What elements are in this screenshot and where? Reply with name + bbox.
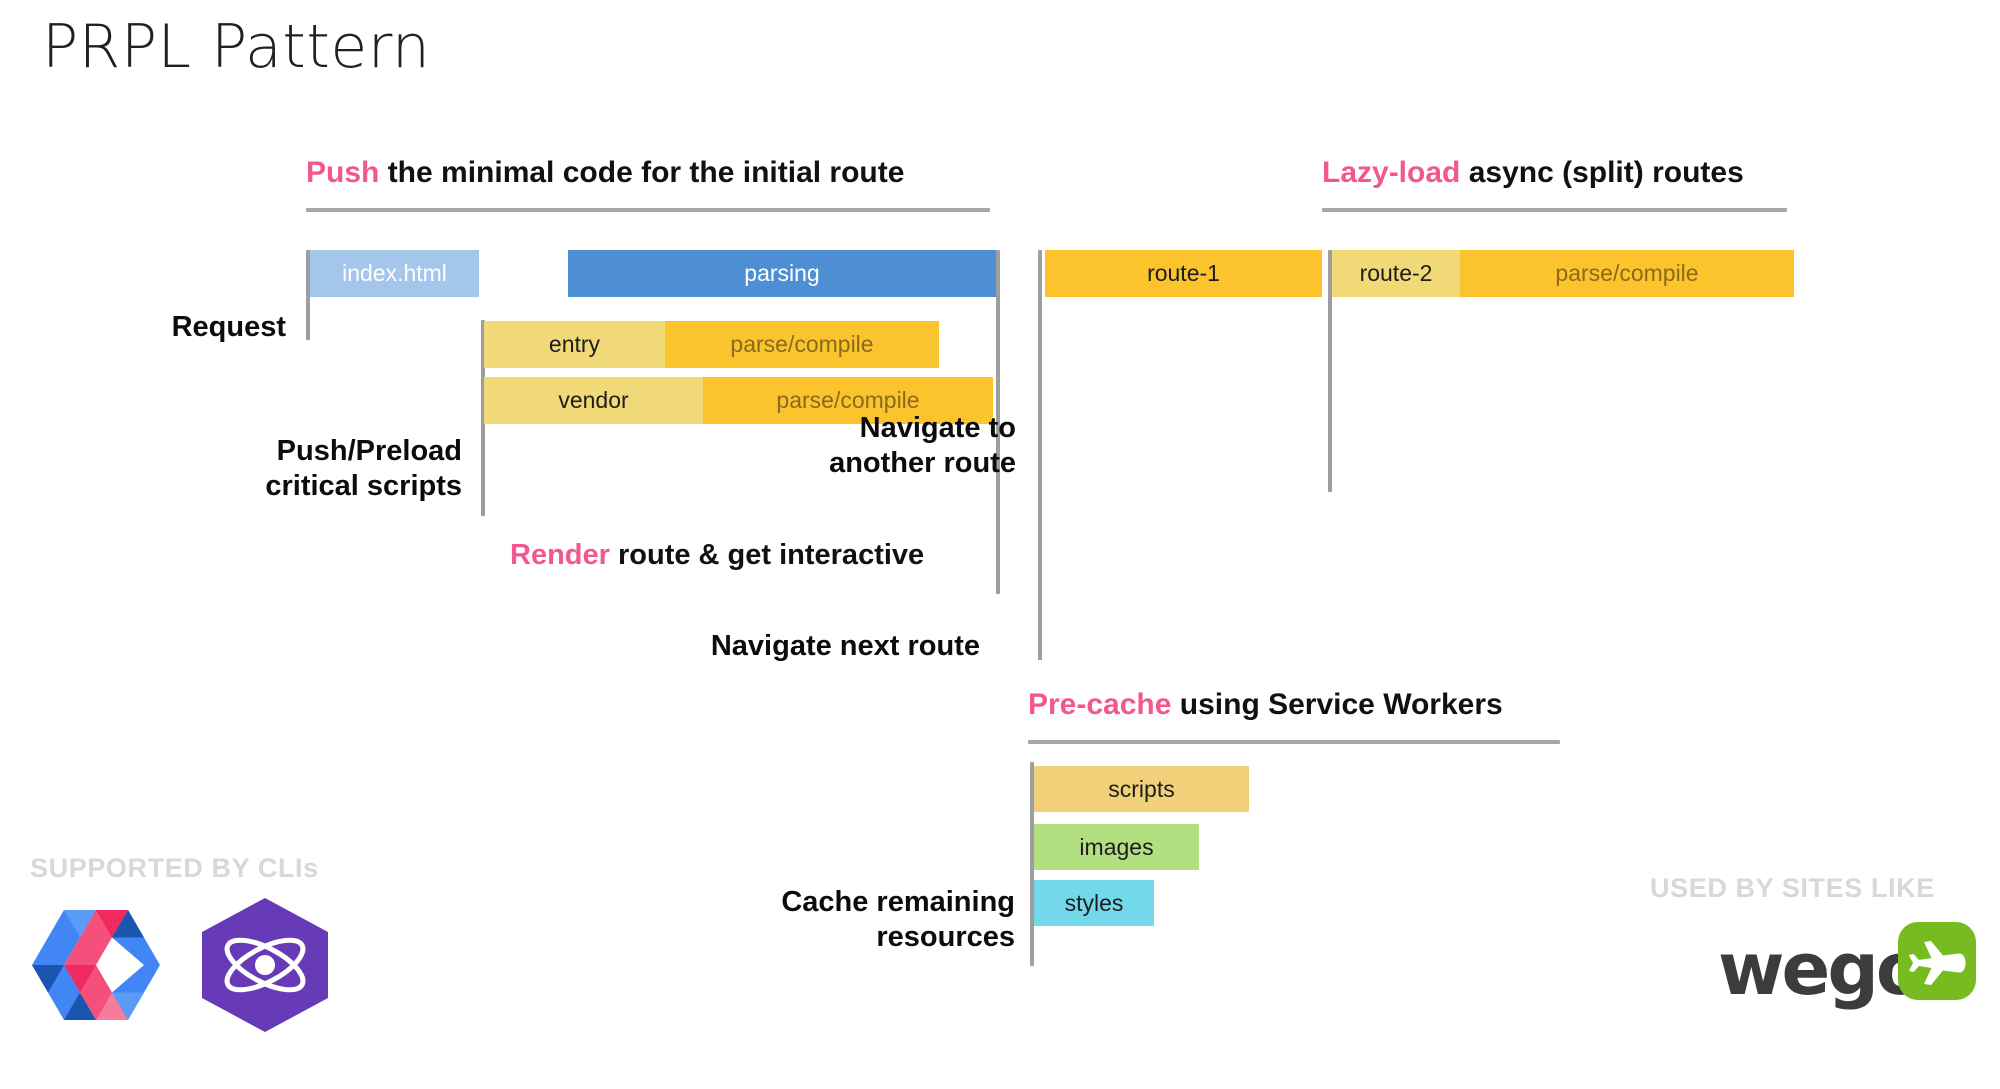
inline-heading-render-accent: Render <box>510 539 610 571</box>
bar-segment-parsing: parsing <box>568 250 996 297</box>
section-heading-push-rest: the minimal code for the initial route <box>379 156 905 189</box>
polymer-logo-icon <box>32 910 160 1025</box>
section-heading-precache: Pre-cache using Service Workers <box>1028 690 1503 720</box>
bar-scripts[interactable]: scripts <box>1034 766 1249 812</box>
bar-segment-route-1: route-1 <box>1045 250 1322 297</box>
caption-request: Request <box>171 311 286 343</box>
caption-navigate-next-route: Navigate next route <box>710 630 980 662</box>
bar-index-html[interactable]: index.html <box>310 250 479 297</box>
bar-styles[interactable]: styles <box>1034 880 1154 926</box>
bar-segment-styles: styles <box>1034 880 1154 926</box>
footer-supported-by-clis: SUPPORTED BY CLIs <box>30 853 319 883</box>
guide-line-push-preload <box>481 320 485 516</box>
guide-line-render <box>996 250 1000 594</box>
section-rule-precache <box>1028 740 1560 744</box>
inline-heading-render-rest: route & get interactive <box>609 539 925 571</box>
bar-segment-index-html: index.html <box>310 250 479 297</box>
bar-segment-vendor-parse-compile: parse/compile <box>703 377 993 424</box>
section-heading-push: Push the minimal code for the initial ro… <box>306 158 904 188</box>
section-heading-push-accent: Push <box>306 156 380 189</box>
footer-used-by-sites-like: USED BY SITES LIKE <box>1650 873 1935 903</box>
bar-parsing[interactable]: parsing <box>568 250 996 297</box>
bar-segment-entry-parse-compile: parse/compile <box>665 321 939 368</box>
section-heading-lazyload-rest: async (split) routes <box>1460 156 1744 189</box>
section-heading-precache-rest: using Service Workers <box>1171 688 1503 721</box>
bar-segment-route-2-parse-compile: parse/compile <box>1460 250 1794 297</box>
bar-route-1[interactable]: route-1 <box>1045 250 1322 297</box>
guide-line-cache <box>1030 762 1034 966</box>
bar-entry[interactable]: entry parse/compile <box>484 321 939 368</box>
bar-segment-images: images <box>1034 824 1199 870</box>
section-rule-lazyload <box>1322 208 1787 212</box>
section-rule-push <box>306 208 990 212</box>
preact-logo-icon <box>202 898 328 1037</box>
wego-plane-icon <box>1898 922 1976 1005</box>
guide-line-request <box>306 250 310 340</box>
bar-segment-entry: entry <box>484 321 665 368</box>
caption-push-preload: Push/Preload critical scripts <box>265 435 462 503</box>
section-heading-precache-accent: Pre-cache <box>1028 688 1172 721</box>
bar-segment-scripts: scripts <box>1034 766 1249 812</box>
caption-navigate-another-route: Navigate to another route <box>829 412 1016 480</box>
bar-route-2[interactable]: route-2 parse/compile <box>1332 250 1794 297</box>
bar-segment-route-2: route-2 <box>1332 250 1460 297</box>
guide-line-navigate-another <box>1328 250 1332 492</box>
bar-images[interactable]: images <box>1034 824 1199 870</box>
guide-line-navigate-next <box>1038 250 1042 660</box>
bar-segment-vendor: vendor <box>484 377 703 424</box>
section-heading-lazyload-accent: Lazy-load <box>1322 156 1461 189</box>
inline-heading-render: Render route & get interactive <box>510 541 924 570</box>
bar-vendor[interactable]: vendor parse/compile <box>484 377 993 424</box>
wego-wordmark: wego <box>1718 927 1925 1011</box>
caption-cache-remaining-resources: Cache remaining resources <box>781 886 1015 954</box>
page-title: PRPL Pattern <box>42 12 431 82</box>
section-heading-lazyload: Lazy-load async (split) routes <box>1322 158 1744 188</box>
